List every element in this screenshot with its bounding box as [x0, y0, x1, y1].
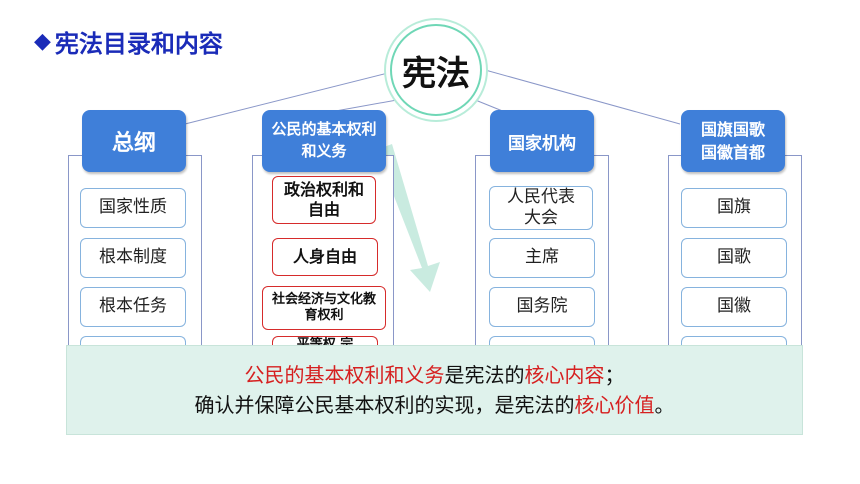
list-item: 人身自由	[272, 238, 378, 276]
highlight-text: 核心内容	[524, 363, 605, 387]
list-item: 主席	[489, 238, 595, 278]
list-item: 国歌	[681, 238, 787, 278]
punctuation: ；	[604, 363, 625, 387]
list-item: 社会经济与文化教育权利	[262, 286, 386, 330]
summary-line-1: 公民的基本权利和义务是宪法的核心内容；	[245, 360, 625, 390]
column-title: 国旗国歌国徽首都	[700, 119, 765, 162]
heading-text: 宪法目录和内容	[54, 30, 223, 58]
diamond-bullet-icon: ◆	[34, 29, 51, 54]
list-item: 国旗	[681, 188, 787, 228]
column-head-rights: 公民的基本权利和义务	[262, 110, 386, 172]
summary-overlay: 公民的基本权利和义务是宪法的核心内容； 确认并保障公民基本权利的实现，是宪法的核…	[66, 345, 803, 435]
highlight-text: 核心价值	[574, 393, 655, 417]
column-title: 公民的基本权利和义务	[271, 120, 377, 160]
column-head-general: 总纲	[82, 110, 186, 172]
section-heading: ◆ 宪法目录和内容	[34, 24, 223, 59]
plain-text: 是宪法的	[444, 363, 525, 387]
list-item: 国务院	[489, 287, 595, 327]
column-title: 总纲	[111, 131, 156, 156]
column-head-organs: 国家机构	[490, 110, 594, 172]
column-head-symbols: 国旗国歌国徽首都	[681, 110, 785, 172]
list-item: 根本制度	[80, 238, 186, 278]
list-item: 国家性质	[80, 188, 186, 228]
punctuation: 。	[654, 393, 675, 417]
list-item: 人民代表大会	[489, 186, 593, 230]
summary-line-2: 确认并保障公民基本权利的实现，是宪法的核心价值。	[195, 390, 675, 420]
list-item: 根本任务	[80, 287, 186, 327]
highlight-text: 公民的基本权利和义务	[244, 363, 445, 387]
plain-text: 确认并保障公民基本权利的实现，是宪法的	[194, 393, 575, 417]
center-label: 宪法	[402, 53, 470, 94]
line-to-symbols	[477, 67, 681, 125]
center-node: 宪法	[390, 24, 482, 116]
list-item: 国徽	[681, 287, 787, 327]
list-item: 政治权利和自由	[272, 176, 376, 224]
column-title: 国家机构	[508, 133, 576, 154]
line-to-rights	[329, 97, 409, 113]
line-to-general	[184, 71, 393, 125]
